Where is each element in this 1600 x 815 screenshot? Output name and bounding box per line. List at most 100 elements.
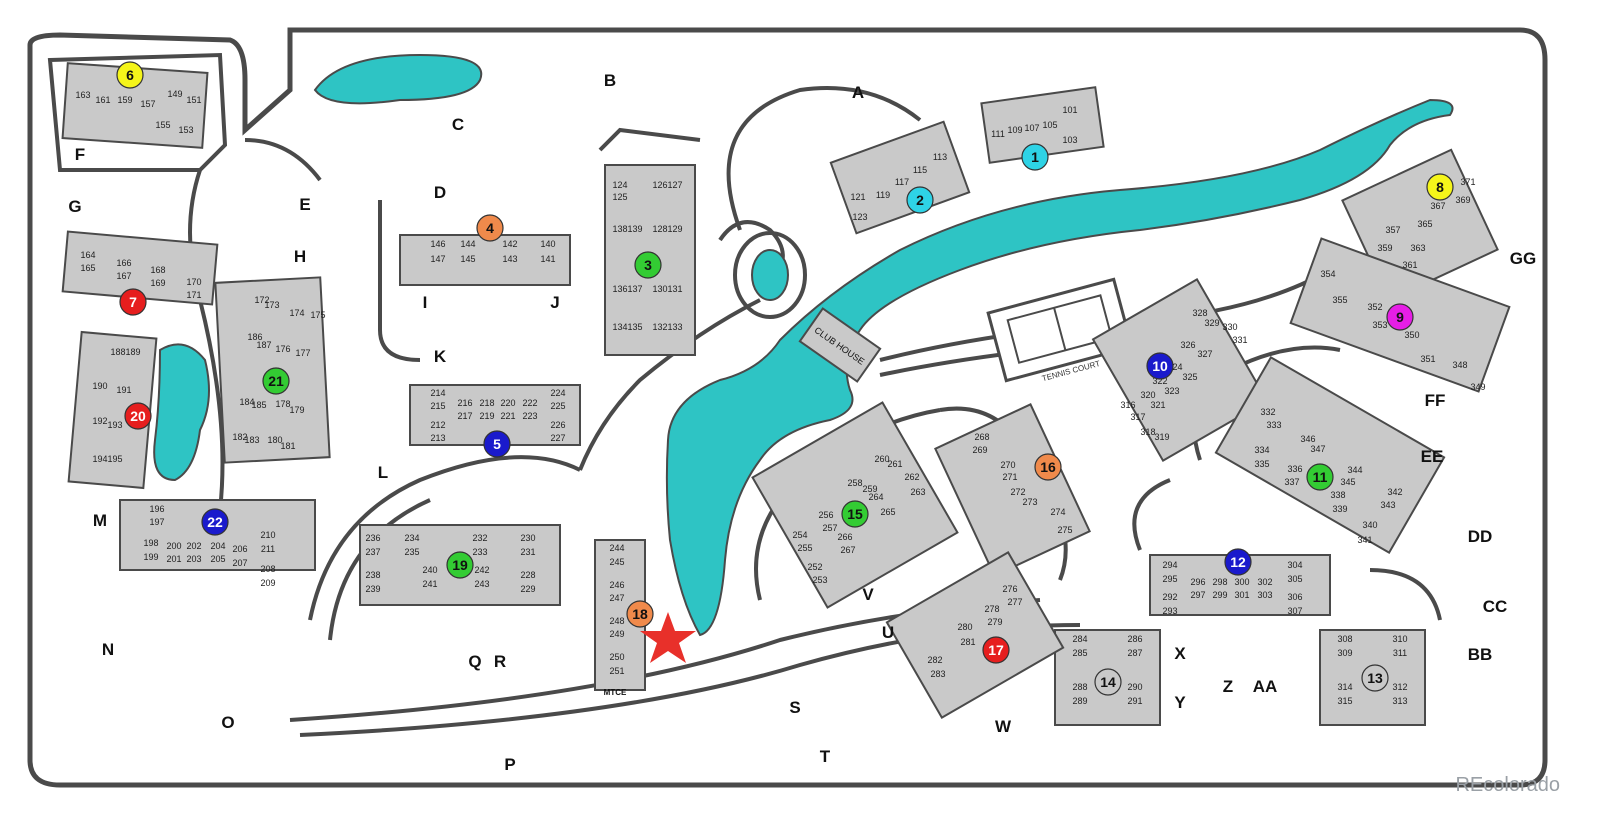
unit-label: 137 <box>627 284 642 294</box>
building-badge-16[interactable]: 16 <box>1034 453 1062 481</box>
building-badge-19[interactable]: 19 <box>446 551 474 579</box>
unit-label: 365 <box>1417 219 1432 229</box>
svg-text:16: 16 <box>1040 459 1056 475</box>
unit-label: 259 <box>862 484 877 494</box>
unit-label: 170 <box>186 277 201 287</box>
building-block-4 <box>399 234 571 286</box>
unit-label: 321 <box>1150 400 1165 410</box>
unit-label: 142 <box>502 239 517 249</box>
building-badge-8[interactable]: 8 <box>1426 173 1454 201</box>
unit-label: 191 <box>116 385 131 395</box>
building-badge-9[interactable]: 9 <box>1386 303 1414 331</box>
building-badge-10[interactable]: 10 <box>1146 352 1174 380</box>
building-badge-1[interactable]: 1 <box>1021 143 1049 171</box>
unit-label: 244 <box>609 543 624 553</box>
parking-letter-j: J <box>550 293 559 312</box>
building-badge-4[interactable]: 4 <box>476 214 504 242</box>
building-block-2 <box>829 120 971 235</box>
unit-label: 333 <box>1266 420 1281 430</box>
water-features <box>153 53 1454 637</box>
mtce-label: MTCE <box>604 688 627 697</box>
building-badge-18[interactable]: 18 <box>626 600 654 628</box>
unit-label: 291 <box>1127 696 1142 706</box>
unit-label: 277 <box>1007 597 1022 607</box>
unit-label: 126 <box>652 180 667 190</box>
building-badge-6[interactable]: 6 <box>116 61 144 89</box>
unit-label: 276 <box>1002 584 1017 594</box>
unit-label: 227 <box>550 433 565 443</box>
building-badge-15[interactable]: 15 <box>841 500 869 528</box>
unit-label: 274 <box>1050 507 1065 517</box>
unit-label: 299 <box>1212 590 1227 600</box>
unit-label: 283 <box>930 669 945 679</box>
parking-letter-y: Y <box>1174 693 1186 712</box>
building-badge-7[interactable]: 7 <box>119 288 147 316</box>
unit-label: 193 <box>107 420 122 430</box>
building-badge-22[interactable]: 22 <box>201 508 229 536</box>
unit-label: 171 <box>186 290 201 300</box>
unit-label: 132 <box>652 322 667 332</box>
unit-label: 273 <box>1022 497 1037 507</box>
unit-label: 254 <box>792 530 807 540</box>
unit-label: 105 <box>1042 120 1057 130</box>
unit-label: 164 <box>80 250 95 260</box>
unit-label: 302 <box>1257 577 1272 587</box>
building-block-11 <box>1214 356 1446 554</box>
unit-label: 153 <box>178 125 193 135</box>
building-badge-3[interactable]: 3 <box>634 251 662 279</box>
unit-label: 130 <box>652 284 667 294</box>
unit-label: 165 <box>80 263 95 273</box>
unit-label: 211 <box>261 544 275 554</box>
unit-label: 239 <box>365 584 380 594</box>
unit-label: 289 <box>1072 696 1087 706</box>
building-badge-5[interactable]: 5 <box>483 430 511 458</box>
parking-letter-a: A <box>852 83 864 102</box>
building-badge-2[interactable]: 2 <box>906 186 934 214</box>
building-badge-12[interactable]: 12 <box>1224 548 1252 576</box>
unit-label: 218 <box>479 398 494 408</box>
parking-letter-o: O <box>221 713 234 732</box>
building-badge-13[interactable]: 13 <box>1361 664 1389 692</box>
parking-letter-b: B <box>604 71 616 90</box>
unit-label: 308 <box>1337 634 1352 644</box>
building-badge-17[interactable]: 17 <box>982 636 1010 664</box>
building-badge-20[interactable]: 20 <box>124 402 152 430</box>
unit-label: 311 <box>1393 648 1407 658</box>
unit-label: 249 <box>609 629 624 639</box>
unit-label: 327 <box>1197 349 1212 359</box>
unit-label: 129 <box>667 224 682 234</box>
unit-label: 169 <box>150 278 165 288</box>
unit-label: 183 <box>244 435 259 445</box>
unit-label: 326 <box>1180 340 1195 350</box>
unit-label: 285 <box>1072 648 1087 658</box>
unit-label: 145 <box>460 254 475 264</box>
unit-label: 241 <box>422 579 437 589</box>
unit-label: 355 <box>1332 295 1347 305</box>
unit-label: 269 <box>972 445 987 455</box>
parking-letter-s: S <box>789 698 800 717</box>
unit-label: 185 <box>251 400 266 410</box>
unit-label: 316 <box>1120 400 1135 410</box>
unit-label: 347 <box>1310 444 1325 454</box>
unit-label: 252 <box>807 562 822 572</box>
unit-label: 357 <box>1385 225 1400 235</box>
building-badge-11[interactable]: 11 <box>1306 463 1334 491</box>
svg-text:6: 6 <box>126 67 134 83</box>
building-badge-14[interactable]: 14 <box>1094 668 1122 696</box>
unit-label: 139 <box>627 224 642 234</box>
unit-label: 240 <box>422 565 437 575</box>
svg-text:20: 20 <box>130 408 146 424</box>
perimeter-road <box>27 27 1548 788</box>
unit-label: 298 <box>1212 577 1227 587</box>
unit-label: 290 <box>1127 682 1142 692</box>
unit-label: 345 <box>1340 477 1355 487</box>
unit-label: 217 <box>457 411 472 421</box>
building-badge-21[interactable]: 21 <box>262 367 290 395</box>
unit-label: 303 <box>1257 590 1272 600</box>
unit-label: 124 <box>612 180 627 190</box>
unit-label: 194 <box>92 454 107 464</box>
unit-label: 179 <box>289 405 304 415</box>
unit-label: 255 <box>797 543 812 553</box>
unit-label: 131 <box>667 284 682 294</box>
